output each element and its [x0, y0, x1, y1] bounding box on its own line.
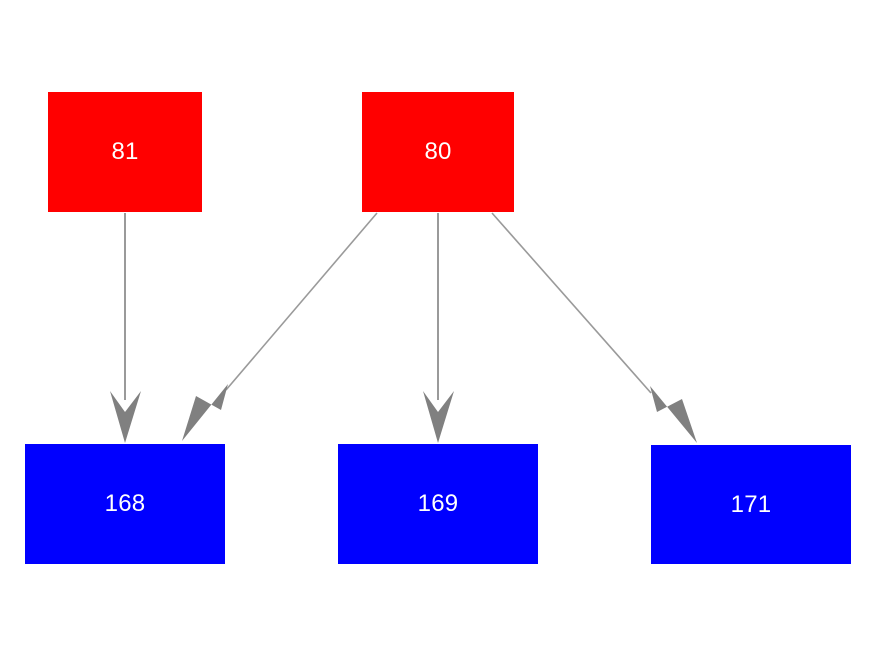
- edge-80-171: [491, 212, 697, 443]
- arrowhead-icon: [110, 391, 141, 443]
- edge-80-169: [423, 213, 454, 443]
- edge-line: [491, 212, 652, 394]
- arrowhead-icon: [650, 386, 697, 443]
- node-label: 171: [730, 490, 772, 518]
- node-label: 169: [417, 490, 459, 517]
- arrowhead-icon: [182, 384, 228, 441]
- node-169[interactable]: 169: [338, 444, 538, 564]
- arrowhead-icon: [423, 391, 454, 443]
- node-81[interactable]: 81: [48, 92, 202, 212]
- node-168[interactable]: 168: [25, 444, 225, 564]
- node-label: 80: [424, 138, 452, 165]
- edge-81-168: [110, 213, 141, 443]
- edge-80-168: [182, 212, 378, 441]
- node-label: 81: [111, 138, 139, 165]
- node-80[interactable]: 80: [362, 92, 514, 212]
- node-171[interactable]: 171: [651, 445, 851, 564]
- node-label: 168: [104, 490, 146, 517]
- edge-line: [225, 212, 378, 391]
